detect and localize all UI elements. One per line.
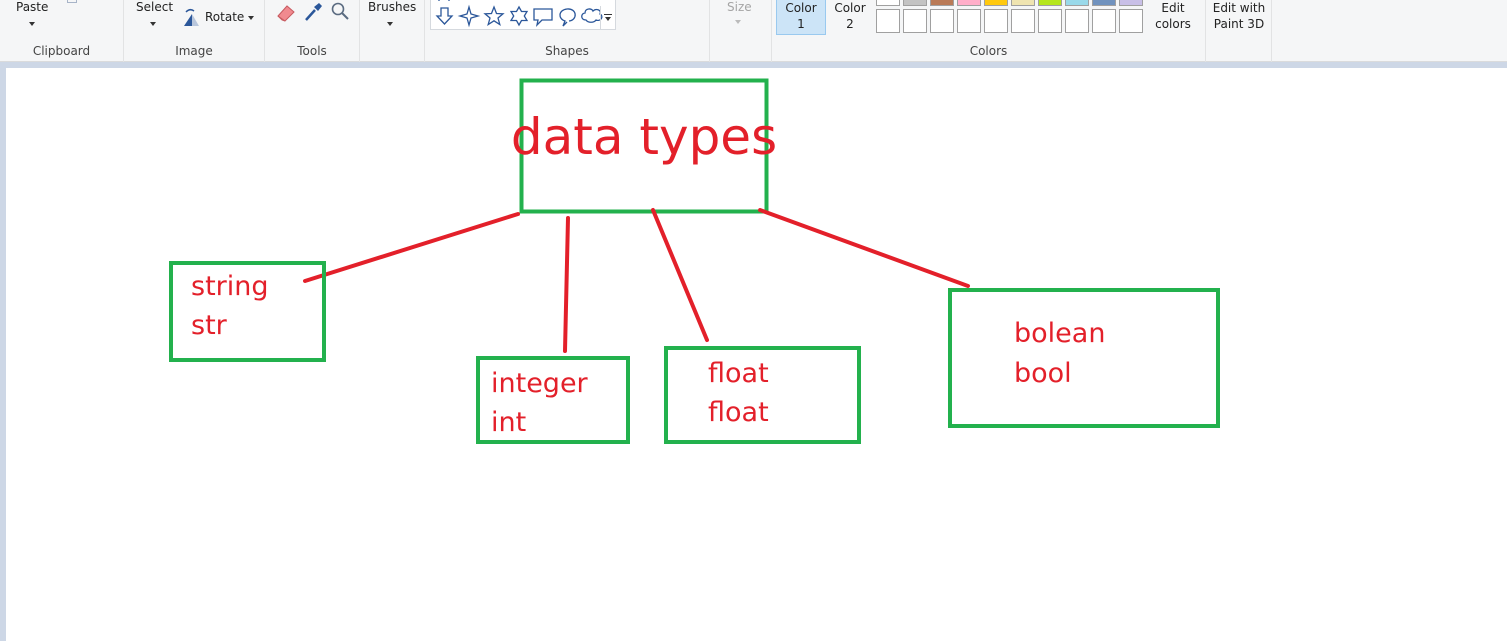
- rotate-icon: [182, 8, 202, 32]
- bool-box: [948, 288, 1220, 428]
- paste-button[interactable]: Paste: [16, 0, 48, 14]
- magnifier-icon[interactable]: [330, 1, 350, 25]
- palette-swatch[interactable]: [1065, 0, 1089, 6]
- paste-dropdown-icon[interactable]: [29, 22, 35, 26]
- custom-color-slot[interactable]: [1065, 9, 1089, 33]
- edit-colors-line2: colors: [1155, 17, 1191, 31]
- shapes-group-label: Shapes: [545, 44, 589, 58]
- palette-swatch[interactable]: [957, 0, 981, 6]
- integer-box-line1: integer: [491, 368, 589, 399]
- palette-swatch[interactable]: [930, 0, 954, 6]
- paint3d-line1: Edit with: [1212, 1, 1266, 15]
- palette-swatch[interactable]: [1038, 0, 1062, 6]
- title-text: data types: [511, 108, 777, 166]
- shapes-scroll-button[interactable]: [600, 6, 616, 30]
- palette-swatch[interactable]: [1092, 0, 1116, 6]
- colors-group-label: Colors: [969, 44, 1008, 58]
- rotate-dropdown-icon[interactable]: [248, 16, 254, 20]
- ribbon-toolbar: Paste Clipboard Select Rotate: [0, 0, 1507, 62]
- select-label: Select: [136, 0, 174, 14]
- connector-bool: [758, 208, 970, 288]
- select-button[interactable]: Select: [136, 0, 173, 14]
- cloud-callout-icon: [581, 8, 603, 23]
- size-dropdown-icon[interactable]: [735, 20, 741, 24]
- custom-color-slot[interactable]: [957, 9, 981, 33]
- bool-box-line2: bool: [1014, 358, 1072, 389]
- rect-callout-icon: [533, 8, 553, 27]
- paste-label: Paste: [16, 0, 49, 14]
- edit-with-paint3d-button[interactable]: Edit with Paint 3D: [1208, 0, 1270, 32]
- integer-box-line2: int: [491, 407, 526, 438]
- integer-box: [476, 356, 630, 444]
- custom-color-slot[interactable]: [1011, 9, 1035, 33]
- palette-swatch[interactable]: [1119, 0, 1143, 6]
- tools-group: Tools: [265, 0, 360, 62]
- oval-callout-icon: [559, 8, 576, 27]
- shapes-group: Shapes: [425, 0, 710, 62]
- brushes-dropdown-icon[interactable]: [387, 22, 393, 26]
- four-point-star-icon: [457, 4, 481, 28]
- shapes-gallery: [430, 0, 616, 30]
- float-box-line1: float: [708, 358, 769, 389]
- brushes-group: Brushes: [360, 0, 425, 62]
- palette-swatch[interactable]: [876, 0, 900, 6]
- colors-group: Color 1 Color 2 Edit colors Colors: [772, 0, 1206, 62]
- bool-box-line1: bolean: [1014, 318, 1105, 349]
- title-box: [519, 78, 769, 214]
- connector-integer: [563, 216, 570, 353]
- rotate-label: Rotate: [205, 10, 245, 24]
- paint3d-line2: Paint 3D: [1213, 17, 1265, 31]
- custom-color-slot[interactable]: [1038, 9, 1062, 33]
- clipboard-group-label: Clipboard: [32, 44, 91, 58]
- float-box: [664, 346, 861, 444]
- color1-label-line1: Color: [785, 1, 817, 15]
- color2-label-line1: Color: [834, 1, 866, 15]
- custom-color-slot[interactable]: [1092, 9, 1116, 33]
- clipboard-group: Paste Clipboard: [0, 0, 124, 62]
- size-group: Size: [710, 0, 772, 62]
- color2-button[interactable]: Color 2: [828, 0, 872, 35]
- color1-button[interactable]: Color 1: [776, 0, 826, 35]
- connector-string: [303, 212, 520, 283]
- palette-swatch[interactable]: [984, 0, 1008, 6]
- size-label: Size: [727, 0, 752, 14]
- string-box: [169, 261, 326, 362]
- color-picker-icon[interactable]: [303, 1, 323, 27]
- eraser-icon[interactable]: [275, 2, 297, 26]
- custom-color-slot[interactable]: [1119, 9, 1143, 33]
- custom-color-slot[interactable]: [903, 9, 927, 33]
- string-box-line1: string: [191, 271, 269, 302]
- tools-group-label: Tools: [297, 44, 327, 58]
- paint3d-group: Edit with Paint 3D: [1206, 0, 1272, 62]
- drawing-canvas[interactable]: [6, 68, 1507, 641]
- palette-swatch[interactable]: [903, 0, 927, 6]
- connector-lines: [303, 208, 970, 353]
- edit-colors-line1: Edit: [1161, 1, 1185, 15]
- string-box-line2: str: [191, 310, 228, 341]
- image-group-label: Image: [175, 44, 213, 58]
- connector-float: [651, 208, 709, 342]
- select-dropdown-icon[interactable]: [150, 22, 156, 26]
- arrow-down-icon: [435, 7, 454, 25]
- brushes-label: Brushes: [368, 0, 417, 14]
- edit-colors-button[interactable]: Edit colors: [1150, 0, 1196, 32]
- brushes-button[interactable]: Brushes: [368, 0, 416, 14]
- color1-label-line2: 1: [797, 17, 805, 31]
- six-point-star-icon: [509, 5, 529, 27]
- image-group: Select Rotate Image: [124, 0, 265, 62]
- custom-color-slot[interactable]: [984, 9, 1008, 33]
- custom-color-slot[interactable]: [876, 9, 900, 33]
- custom-color-slot[interactable]: [930, 9, 954, 33]
- size-button[interactable]: Size: [727, 0, 752, 14]
- five-point-star-icon: [483, 5, 505, 26]
- palette-swatch[interactable]: [1011, 0, 1035, 6]
- color2-label-line2: 2: [846, 17, 854, 31]
- rotate-button[interactable]: Rotate: [205, 10, 244, 24]
- float-box-line2: float: [708, 397, 769, 428]
- copy-icon[interactable]: [67, 0, 77, 3]
